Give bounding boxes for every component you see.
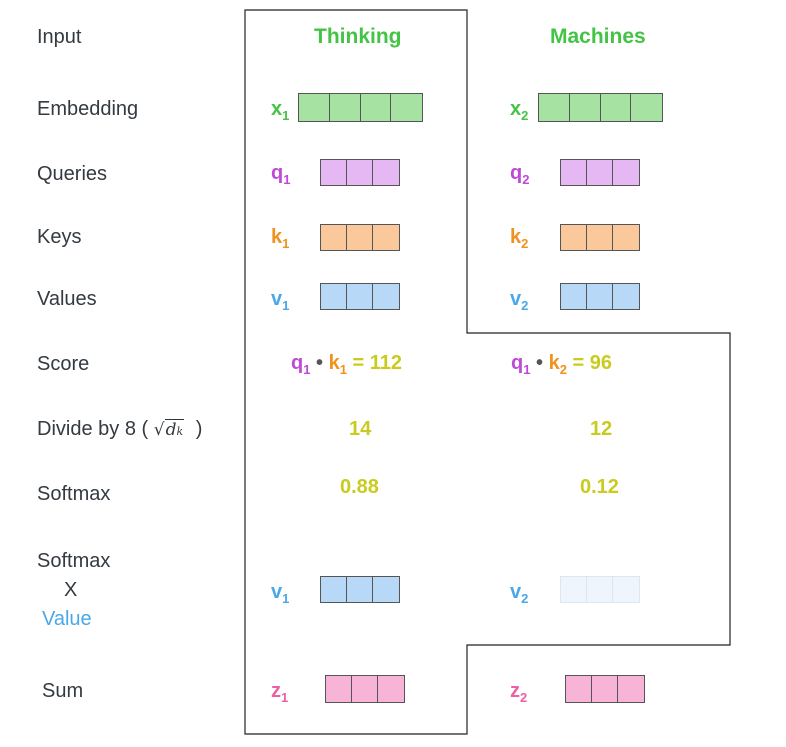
label-softmax-x-value-1: Softmax bbox=[37, 550, 111, 572]
symbol-q2: q2 bbox=[510, 162, 530, 187]
divide-prefix: Divide by 8 ( bbox=[37, 418, 149, 440]
symbol-v1: v1 bbox=[271, 288, 290, 313]
weighted-value-vector-1 bbox=[320, 576, 400, 603]
symbol-x1: x1 bbox=[271, 98, 290, 123]
label-sum: Sum bbox=[42, 680, 84, 702]
query-vector-1 bbox=[320, 159, 400, 186]
softmax-2: 0.12 bbox=[580, 476, 619, 498]
score-2: q1 • k2 = 96 bbox=[511, 352, 613, 377]
sqrt-dk: √dk bbox=[153, 419, 185, 440]
value-vector-1 bbox=[320, 283, 400, 310]
label-embedding: Embedding bbox=[37, 98, 139, 120]
label-softmax-x-value-2: X bbox=[64, 579, 78, 601]
symbol-z1: z1 bbox=[271, 680, 289, 705]
sum-vector-1 bbox=[325, 675, 405, 703]
score-value-1: 112 bbox=[369, 352, 403, 374]
label-softmax: Softmax bbox=[37, 483, 111, 505]
label-values: Values bbox=[37, 288, 97, 310]
word-machines: Machines bbox=[550, 25, 646, 48]
weighted-value-vector-2 bbox=[560, 576, 640, 603]
value-vector-2 bbox=[560, 283, 640, 310]
label-divide: Divide by 8 ( √dk ) bbox=[37, 418, 202, 441]
label-score: Score bbox=[37, 353, 90, 375]
symbol-v1-weighted: v1 bbox=[271, 581, 290, 606]
symbol-v2-weighted: v2 bbox=[510, 581, 529, 606]
symbol-v2: v2 bbox=[510, 288, 529, 313]
label-queries: Queries bbox=[37, 163, 108, 185]
query-vector-2 bbox=[560, 159, 640, 186]
score-1: q1 • k1 = 112 bbox=[291, 352, 403, 377]
embedding-vector-1 bbox=[298, 93, 423, 122]
divided-2: 12 bbox=[590, 418, 613, 440]
key-vector-1 bbox=[320, 224, 400, 251]
symbol-k1: k1 bbox=[271, 226, 290, 251]
key-vector-2 bbox=[560, 224, 640, 251]
symbol-q1: q1 bbox=[271, 162, 291, 187]
embedding-vector-2 bbox=[538, 93, 663, 122]
label-keys: Keys bbox=[37, 226, 82, 248]
divide-suffix: ) bbox=[195, 418, 203, 440]
label-input: Input bbox=[37, 26, 82, 48]
symbol-z2: z2 bbox=[510, 680, 528, 705]
softmax-1: 0.88 bbox=[340, 476, 379, 498]
sum-vector-2 bbox=[565, 675, 645, 703]
symbol-k2: k2 bbox=[510, 226, 529, 251]
divided-1: 14 bbox=[349, 418, 372, 440]
score-value-2: 96 bbox=[589, 352, 613, 374]
symbol-x2: x2 bbox=[510, 98, 529, 123]
label-softmax-x-value-3: Value bbox=[42, 608, 92, 630]
word-thinking: Thinking bbox=[314, 25, 402, 48]
